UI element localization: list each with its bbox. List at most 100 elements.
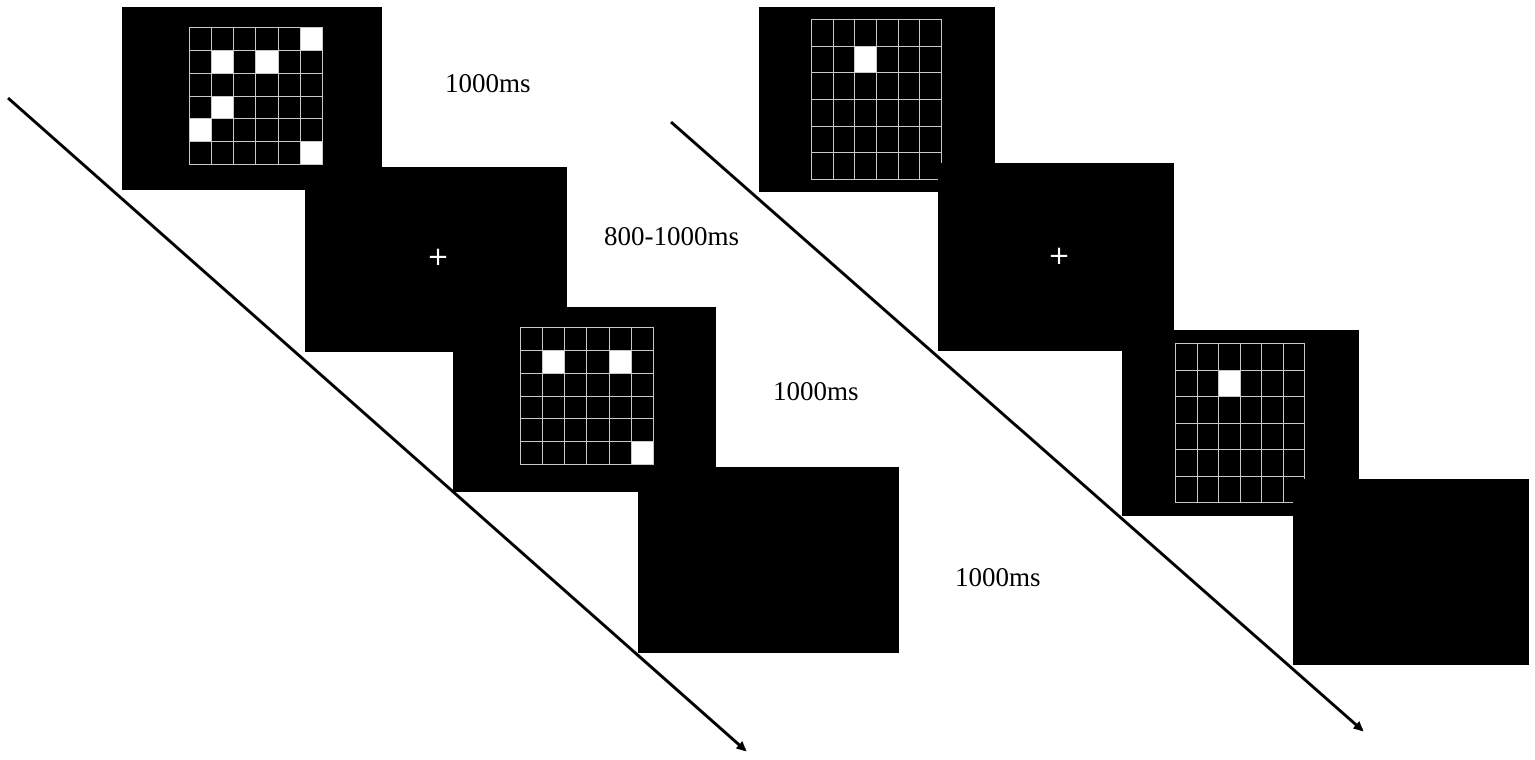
lit-grid-cell — [855, 46, 877, 74]
lit-grid-cell — [300, 142, 323, 165]
grid-cell — [521, 328, 544, 351]
grid-cell — [587, 442, 610, 465]
grid-cell — [1240, 397, 1262, 424]
grid-cell — [256, 142, 279, 165]
grid-cell — [543, 419, 566, 443]
grid-cell — [1197, 423, 1219, 450]
grid-cell — [876, 20, 899, 47]
grid-cell — [1262, 397, 1284, 424]
grid-cell — [300, 119, 323, 143]
grid-cell — [565, 419, 588, 443]
grid-cell — [631, 328, 654, 351]
grid-cell — [234, 50, 257, 74]
grid-cell — [212, 119, 235, 143]
grid-cell — [833, 153, 856, 180]
grid-cell — [256, 28, 279, 51]
grid-cell — [920, 99, 942, 127]
grid-cell — [1197, 344, 1219, 371]
grid-cell — [190, 73, 213, 97]
grid-cell — [234, 73, 257, 97]
grid-cell — [920, 73, 942, 100]
grid-cell — [920, 46, 942, 74]
grid-cell — [1262, 423, 1284, 450]
grid-cell — [1219, 397, 1241, 424]
grid-cell — [1262, 370, 1284, 397]
grid-cell — [833, 126, 856, 154]
grid-cell — [1219, 450, 1241, 477]
left-time-arrow — [7, 96, 747, 752]
grid-cell — [855, 73, 877, 100]
grid-cell — [256, 119, 279, 143]
grid-cell — [1197, 397, 1219, 424]
grid-cell — [855, 153, 877, 180]
grid-cell — [587, 419, 610, 443]
grid-cell — [1176, 397, 1198, 424]
grid-cell — [543, 328, 566, 351]
grid-cell — [1219, 476, 1241, 503]
grid-cell — [833, 20, 856, 47]
duration-label-2: 800-1000ms — [604, 221, 739, 251]
grid-cell — [234, 28, 257, 51]
grid-cell — [587, 328, 610, 351]
grid-cell — [1240, 476, 1262, 503]
grid-cell — [543, 373, 566, 397]
grid-cell — [1262, 476, 1284, 503]
grid-cell — [521, 350, 544, 374]
grid-cell — [278, 28, 301, 51]
grid-cell — [1283, 344, 1305, 371]
grid-cell — [609, 396, 632, 420]
grid-cell — [876, 126, 899, 154]
grid-cell — [1240, 344, 1262, 371]
left-grid-2 — [520, 327, 654, 465]
grid-cell — [300, 50, 323, 74]
grid-cell — [631, 419, 654, 443]
grid-cell — [234, 96, 257, 120]
grid-cell — [1197, 370, 1219, 397]
grid-cell — [256, 73, 279, 97]
grid-cell — [1283, 450, 1305, 477]
grid-cell — [833, 73, 856, 100]
grid-cell — [1176, 450, 1198, 477]
grid-cell — [587, 373, 610, 397]
grid-cell — [565, 350, 588, 374]
left-stimulus-screen-1 — [122, 7, 382, 190]
grid-cell — [1283, 370, 1305, 397]
right-stimulus-screen-1 — [759, 7, 995, 192]
left-blank-screen — [638, 467, 899, 653]
lit-grid-cell — [631, 442, 654, 465]
grid-cell — [1197, 450, 1219, 477]
grid-cell — [1176, 476, 1198, 503]
grid-cell — [278, 73, 301, 97]
grid-cell — [1240, 370, 1262, 397]
grid-cell — [876, 153, 899, 180]
grid-cell — [920, 126, 942, 154]
grid-cell — [876, 73, 899, 100]
lit-grid-cell — [212, 50, 235, 74]
fixation-cross: + — [427, 242, 449, 272]
grid-cell — [855, 20, 877, 47]
grid-cell — [1262, 344, 1284, 371]
grid-cell — [1176, 344, 1198, 371]
grid-cell — [565, 396, 588, 420]
grid-cell — [876, 99, 899, 127]
lit-grid-cell — [212, 96, 235, 120]
grid-cell — [876, 46, 899, 74]
grid-cell — [278, 50, 301, 74]
lit-grid-cell — [190, 119, 213, 143]
grid-cell — [855, 99, 877, 127]
grid-cell — [278, 96, 301, 120]
grid-cell — [1219, 344, 1241, 371]
grid-cell — [1283, 397, 1305, 424]
grid-cell — [812, 20, 834, 47]
grid-cell — [212, 142, 235, 165]
grid-cell — [565, 373, 588, 397]
grid-cell — [898, 99, 921, 127]
grid-cell — [1219, 423, 1241, 450]
grid-cell — [1283, 423, 1305, 450]
grid-cell — [1176, 423, 1198, 450]
fixation-cross: + — [1048, 241, 1070, 271]
grid-cell — [833, 46, 856, 74]
grid-cell — [1240, 450, 1262, 477]
grid-cell — [609, 373, 632, 397]
duration-label-1: 1000ms — [445, 68, 531, 98]
